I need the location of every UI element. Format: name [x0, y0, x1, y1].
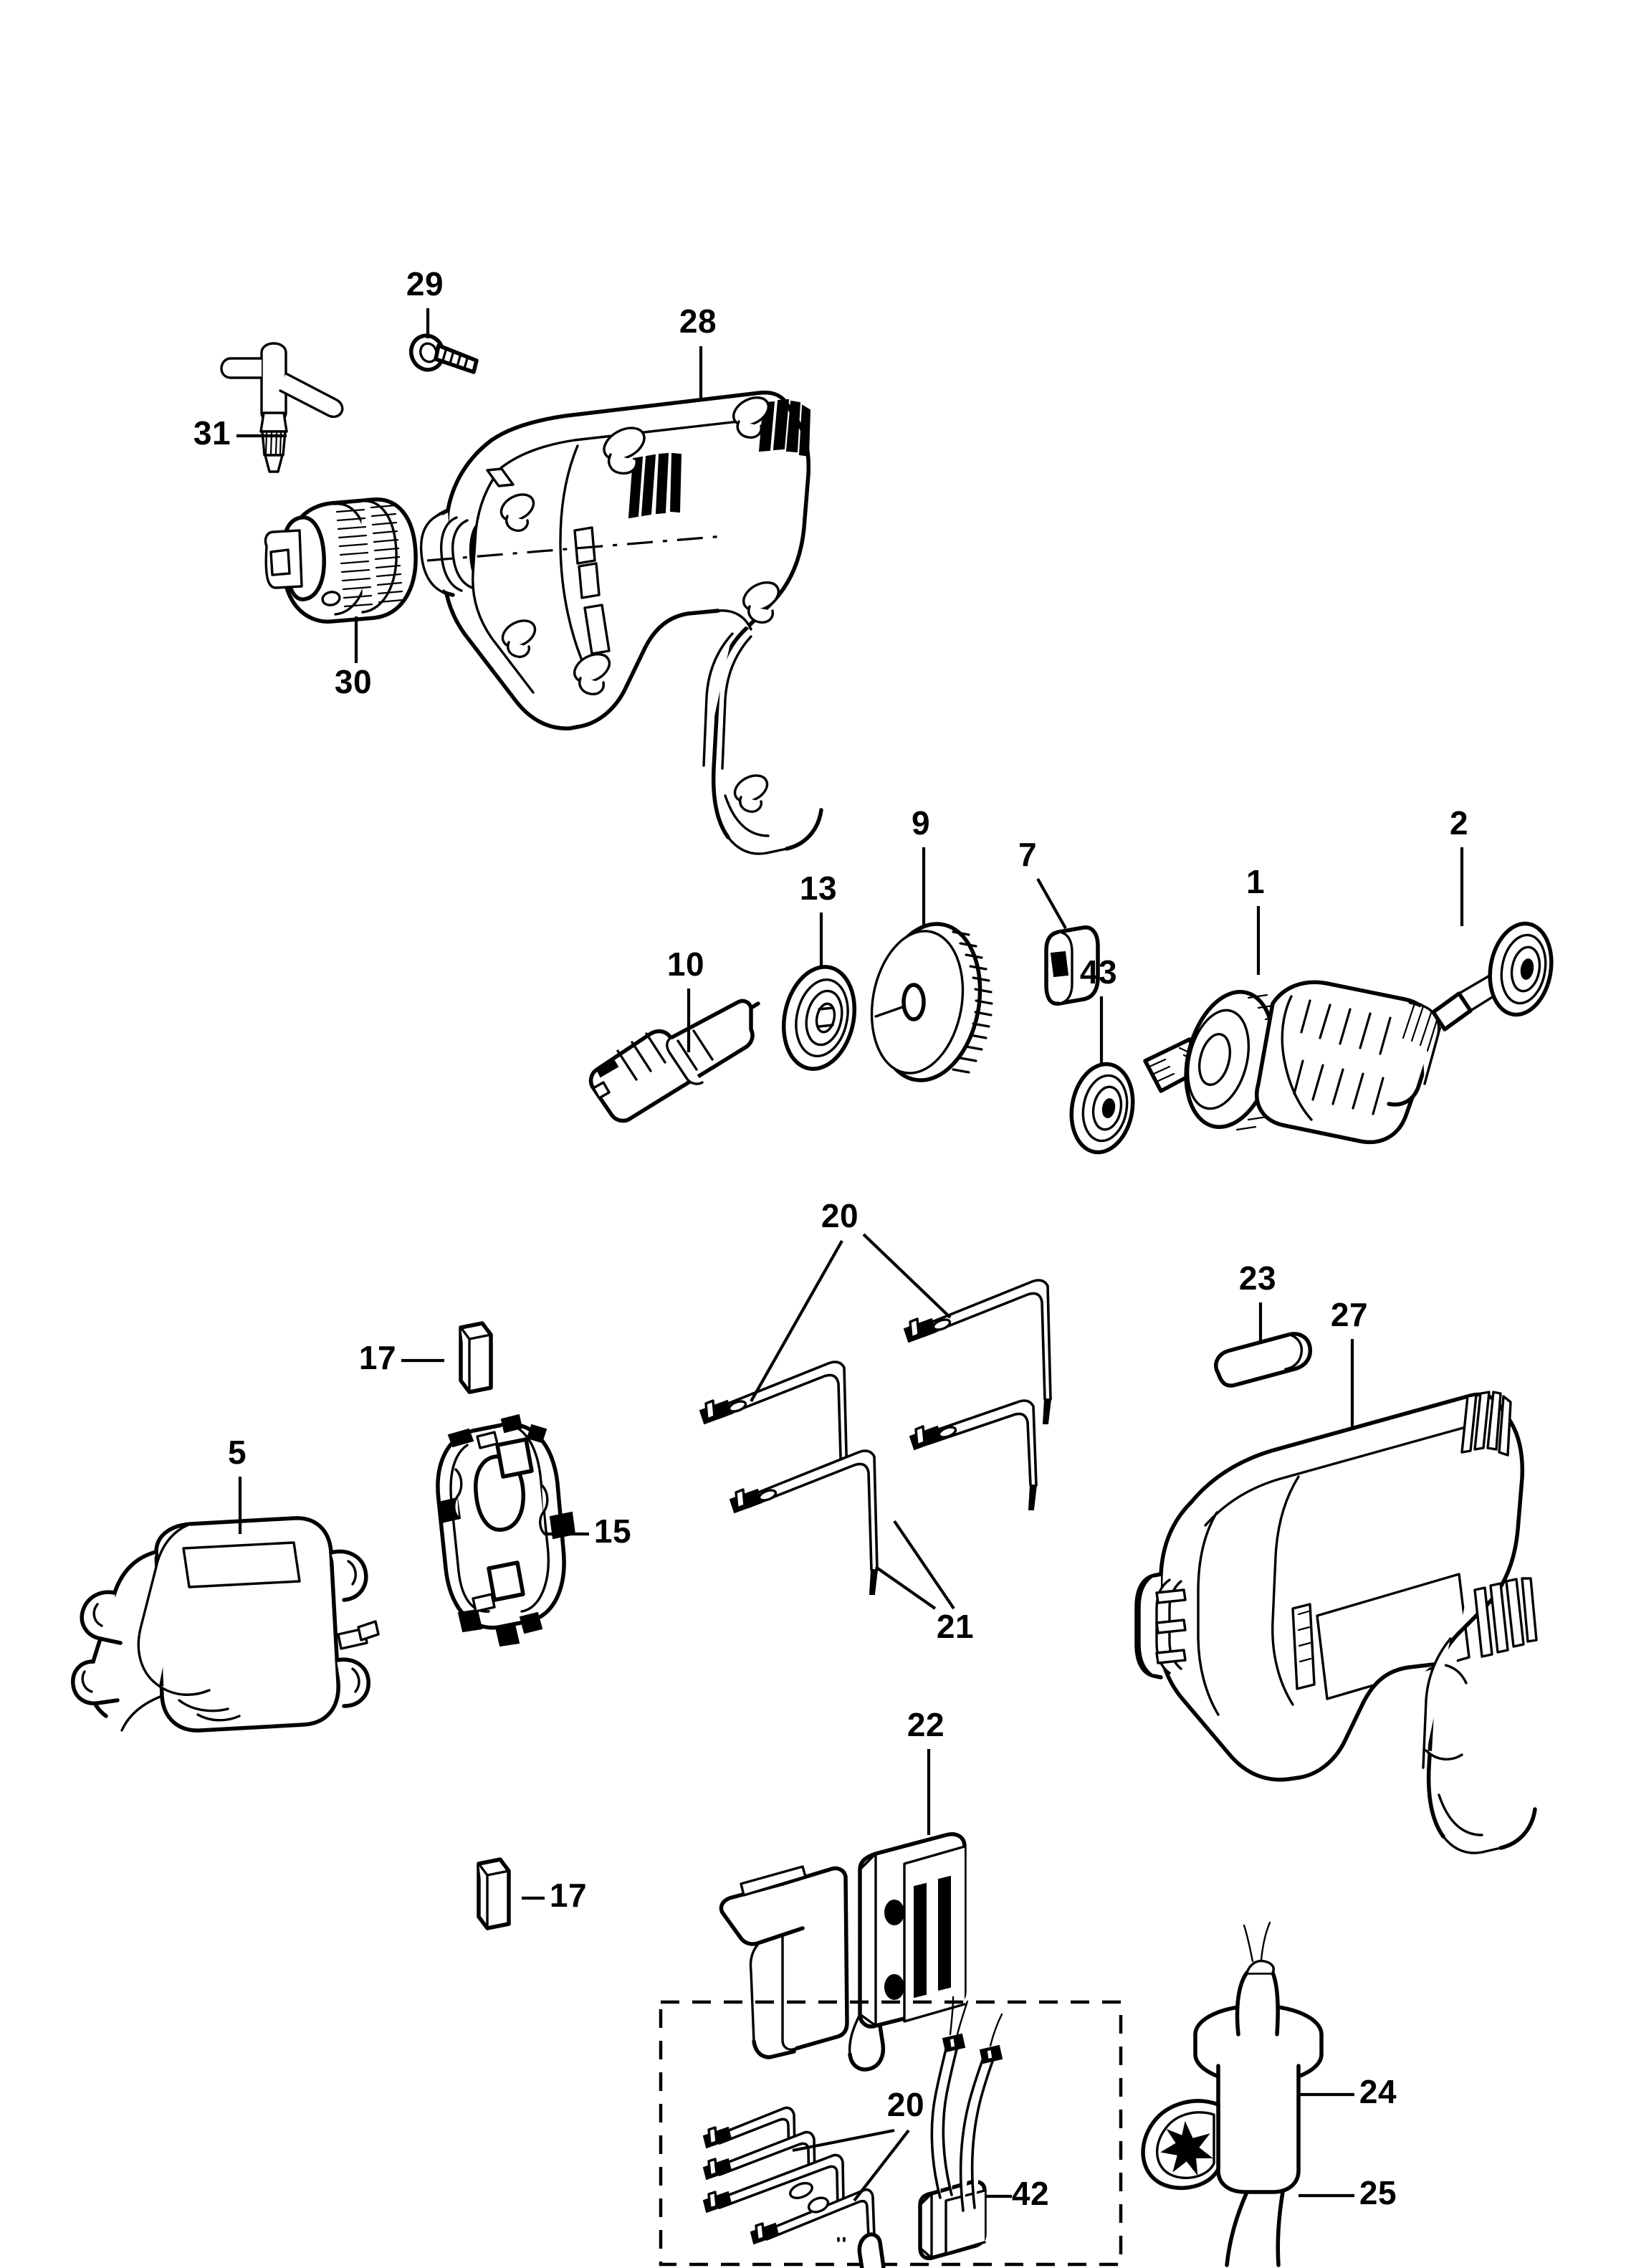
callout-number-23: 23	[1239, 1259, 1276, 1297]
callout-number-2: 2	[1450, 804, 1468, 842]
part-bearing-13	[781, 965, 857, 1071]
callout-number-30: 30	[335, 663, 372, 700]
callout-leaders	[236, 308, 1464, 2198]
part-spindle-gear-9	[870, 922, 993, 1082]
part-chuck-key-31	[220, 342, 344, 473]
part-bearing-2	[1488, 921, 1554, 1017]
callout-number-24: 24	[1359, 2073, 1397, 2110]
part-spindle-10	[588, 999, 760, 1123]
callout-number-13: 13	[800, 869, 837, 907]
part-lead-wires-20-21	[699, 1233, 1052, 1610]
callout-number-42: 42	[1012, 2175, 1049, 2212]
callout-number-9: 9	[912, 804, 930, 842]
callout-number-17-lower: 17	[550, 1877, 587, 1914]
part-pin-23	[1214, 1332, 1313, 1388]
inset-box	[659, 2000, 1123, 2267]
callout-number-29: 29	[406, 265, 444, 302]
callout-number-17-upper: 17	[359, 1339, 396, 1376]
part-bearing-43	[1069, 1062, 1135, 1155]
part-screw-29	[409, 333, 479, 374]
part-left-housing-28	[419, 390, 823, 855]
callout-number-7: 7	[1018, 836, 1037, 873]
commutator-bars	[1402, 1002, 1442, 1061]
armature-lamination-slots	[1293, 999, 1392, 1115]
lead-wire-21-b	[909, 1399, 1038, 1510]
callout-number-22: 22	[907, 1706, 944, 1743]
part-carbon-brush-17-upper	[459, 1321, 493, 1394]
housing-vents-top	[758, 399, 811, 457]
lead-wire-21-a	[729, 1449, 879, 1595]
part-keyed-chuck-30	[264, 497, 418, 624]
callout-number-28: 28	[679, 302, 717, 340]
callout-number-5: 5	[228, 1434, 247, 1471]
callout-number-43: 43	[1080, 953, 1117, 991]
inset-lead-wires-20	[702, 2106, 910, 2268]
part-right-housing-27	[1134, 1391, 1538, 1854]
callout-number-10: 10	[667, 945, 704, 983]
part-cord-protector-24	[1141, 1921, 1324, 2267]
part-key-7	[1044, 925, 1100, 1006]
callout-number-1: 1	[1246, 863, 1265, 900]
part-brush-with-leads-42	[918, 1996, 1003, 2261]
gear-teeth	[952, 930, 993, 1074]
part-carbon-brush-17-lower	[477, 1857, 511, 1930]
housing-vents-mid	[628, 452, 682, 519]
right-housing-top-ribs	[1460, 1391, 1512, 1457]
part-switch-22	[719, 1832, 967, 2072]
callout-number-15: 15	[594, 1512, 631, 1550]
housing-screw-bosses	[499, 396, 780, 813]
right-housing-vents	[1473, 1577, 1538, 1658]
callout-number-20-inset: 20	[887, 2086, 924, 2123]
callout-number-21: 21	[937, 1608, 974, 1645]
part-brush-holder-15	[436, 1414, 576, 1647]
callout-number-25: 25	[1359, 2174, 1397, 2211]
part-field-stator-5	[71, 1516, 380, 1733]
part-armature-1	[1143, 968, 1506, 1144]
strain-relief-star	[1160, 2120, 1213, 2176]
callout-number-27: 27	[1331, 1296, 1368, 1333]
callout-number-20-top: 20	[821, 1197, 859, 1234]
lead-wire-20-a	[903, 1279, 1052, 1424]
callout-numbers: 29 28 31 30 9 7 13 1 2 10 43 20 23 27 17…	[193, 265, 1468, 2212]
callout-number-31: 31	[193, 414, 231, 452]
